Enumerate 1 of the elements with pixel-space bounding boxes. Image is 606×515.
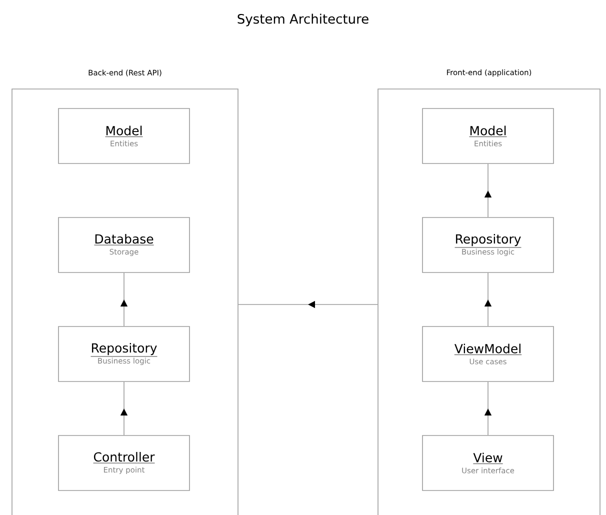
title: System Architecture	[238, 14, 368, 26]
